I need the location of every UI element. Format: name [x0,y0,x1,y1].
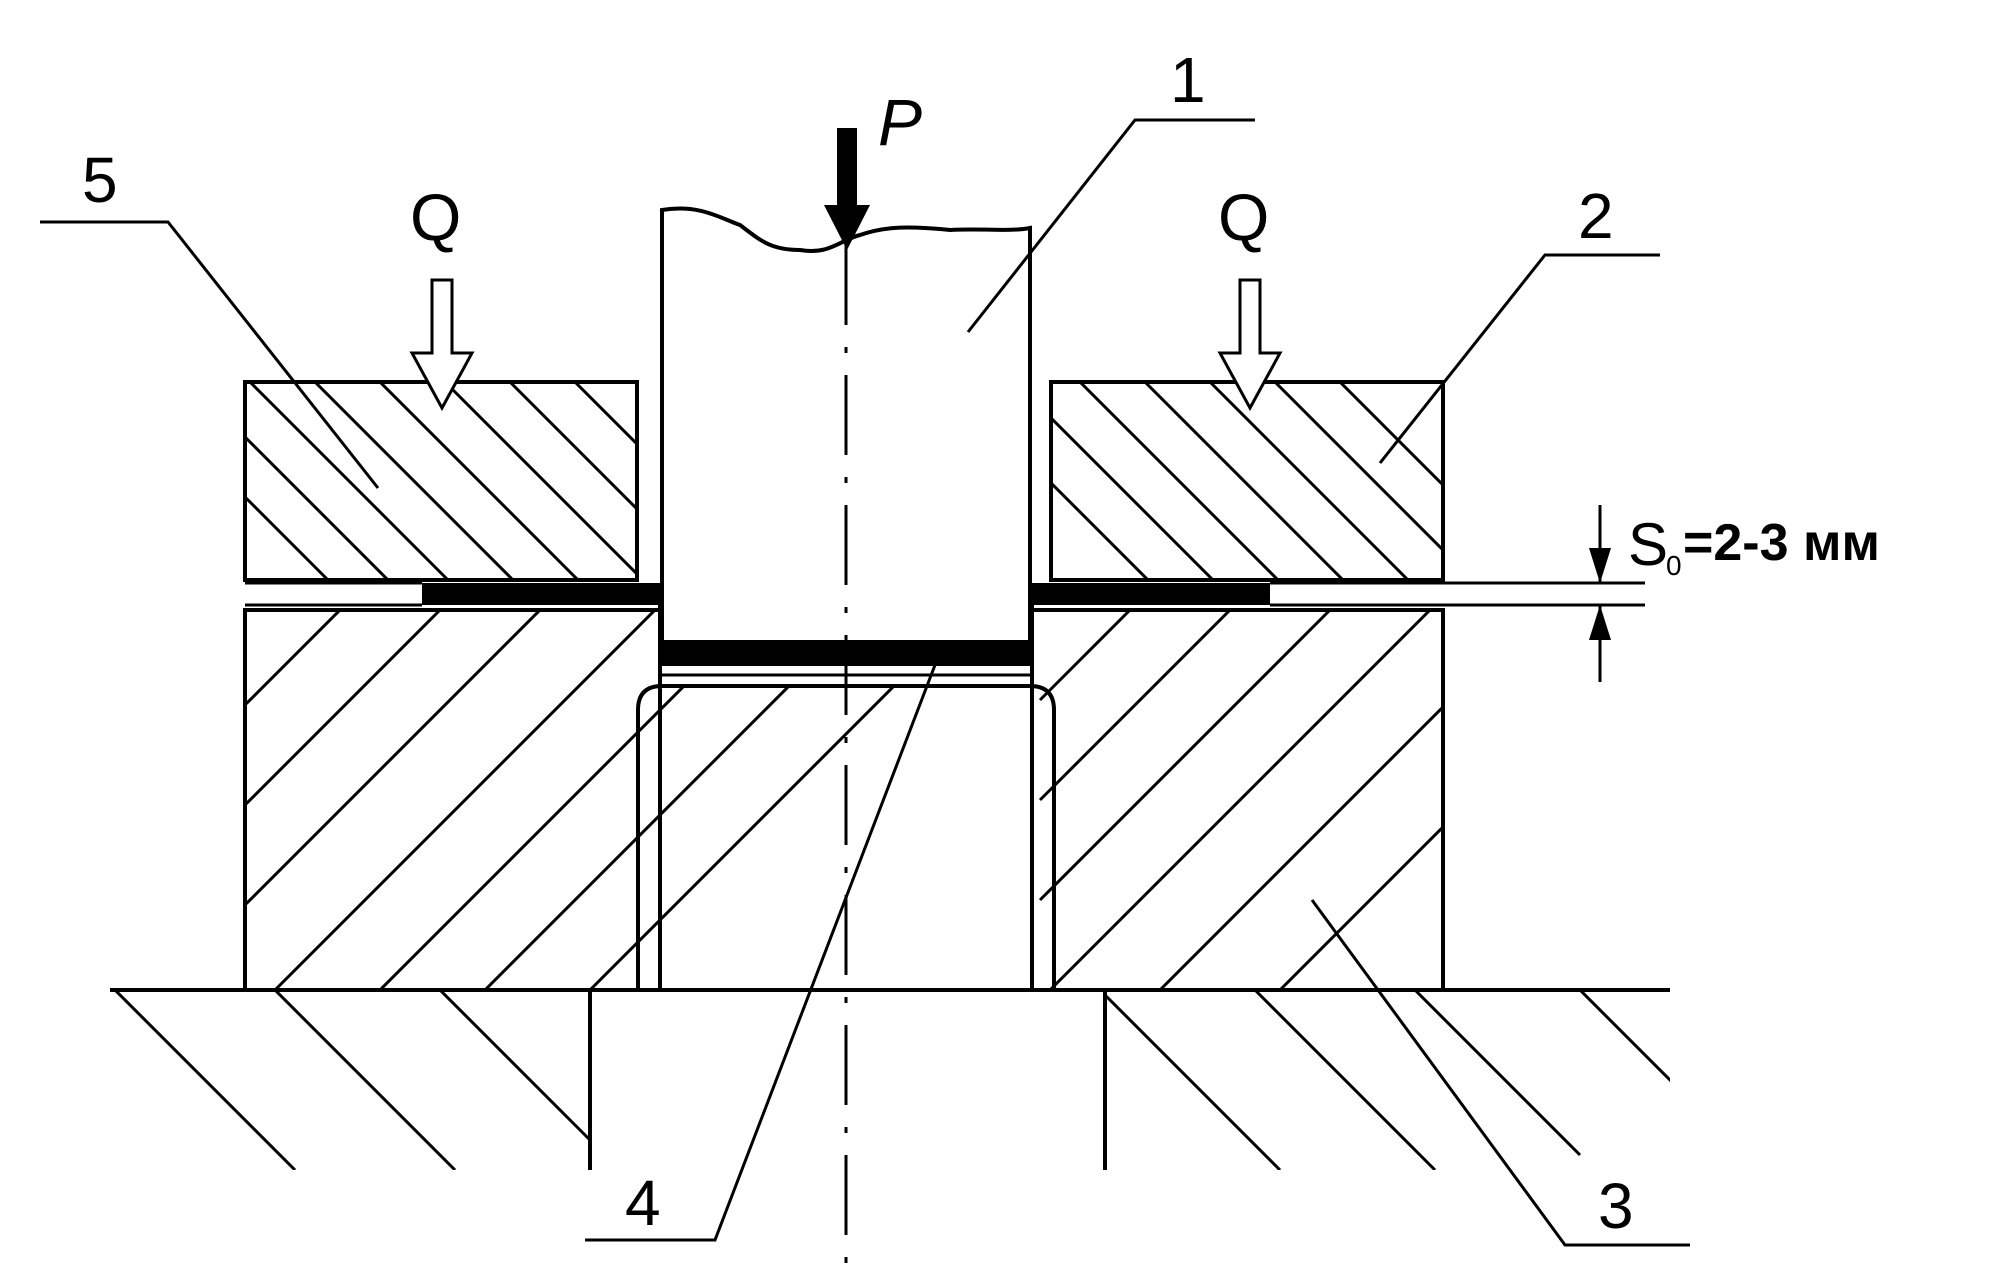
force-q-left-label: Q [410,180,461,254]
blank-holder-right [1049,380,1445,582]
force-q-left-arrow [409,278,475,412]
thickness-value: =2-3 мм [1683,514,1880,572]
force-q-right-label: Q [1218,180,1269,254]
part-label-5: 5 [82,144,118,216]
sheet-blank [245,581,1645,666]
force-p-label: P [878,85,922,159]
leader-lines [40,118,1690,1247]
part-label-1: 1 [1170,44,1206,116]
force-q-right-arrow [1217,278,1283,412]
thickness-symbol: S [1628,511,1668,578]
thickness-subscript: 0 [1666,550,1682,581]
die [243,608,1445,992]
force-p-arrow [824,128,870,250]
blank-holder-left [243,380,639,582]
part-label-3: 3 [1598,1170,1634,1242]
part-label-4: 4 [625,1167,661,1239]
part-label-2: 2 [1578,180,1614,252]
press-table [110,988,1670,1170]
thickness-dimension [1575,505,1645,682]
